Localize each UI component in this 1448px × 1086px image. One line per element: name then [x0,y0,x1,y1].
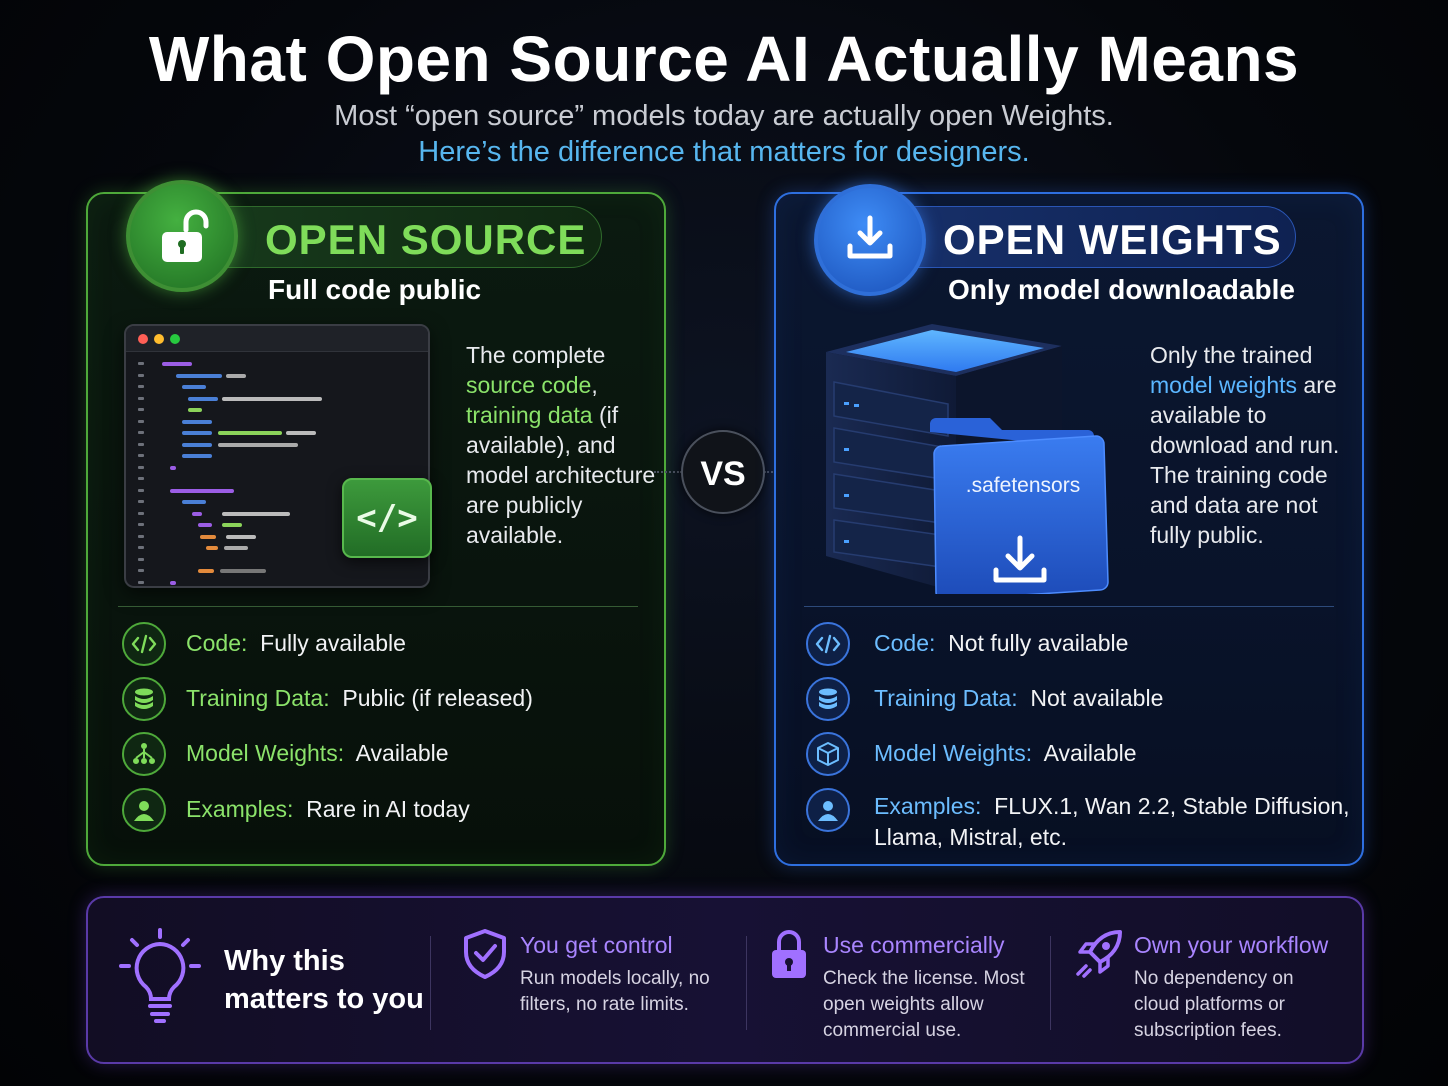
code-line [218,442,298,447]
network-icon [122,732,166,776]
database-icon [806,677,850,721]
code-line [224,546,248,550]
line-number [138,396,144,400]
feature-title-workflow: Own your workflow [1134,932,1329,958]
feature-desc-commercial: Check the license. Most open weights all… [823,968,1025,1041]
page-title: What Open Source AI Actually Means [148,23,1300,95]
divider [746,936,747,1030]
page-subtitle: Most “open source” models today are actu… [334,100,1114,132]
code-line [200,534,216,539]
open-weights-title: OPEN WEIGHTS [943,216,1282,263]
vs-connector-left [654,471,682,473]
line-number [138,557,144,561]
divider [1050,936,1051,1030]
line-number [138,511,144,515]
line-number [138,419,144,423]
code-icon [806,622,850,666]
code-line [170,488,234,493]
divider [118,606,638,607]
feature-title-control: You get control [520,932,673,958]
download-icon [814,184,926,296]
open-source-description: The complete source code, training data … [466,342,656,548]
rocket-icon [1074,928,1124,983]
code-line [188,396,218,401]
unlock-icon [126,180,238,292]
lightbulb-icon [118,928,202,1033]
code-line [226,373,246,378]
code-line [206,546,218,550]
open-source-title: OPEN SOURCE [265,216,587,263]
line-number [138,408,144,411]
shield-check-icon [462,928,508,985]
code-line [218,431,282,435]
code-line [226,534,256,539]
code-line [170,580,176,585]
open-source-subtitle: Full code public [268,274,482,305]
feature-title-commercial: Use commercially [823,932,1005,958]
line-number [138,431,144,434]
code-line [198,569,214,573]
code-line [222,511,290,516]
line-number [138,385,144,388]
line-number [138,523,144,526]
code-line [182,454,212,458]
code-line [176,373,222,378]
line-number [138,534,144,538]
code-line [220,569,266,573]
database-icon [122,677,166,721]
user-icon [806,788,850,832]
line-number [138,477,144,480]
line-number [138,362,144,365]
code-tag-icon: </> [342,478,432,558]
line-number [138,500,144,503]
line-number [138,454,144,457]
line-number [138,546,144,549]
code-line [182,385,206,389]
page-subtitle-highlight: Here’s the difference that matters for d… [418,136,1030,168]
cube-icon [806,732,850,776]
vs-badge: VS [681,430,765,514]
open-weights-panel: OPEN WEIGHTS Only model downloadable [774,184,1364,866]
line-number [138,373,144,377]
code-line [170,465,176,470]
line-number [138,569,144,572]
code-line [188,408,202,412]
feature-desc-workflow: No dependency on cloud platforms or subs… [1134,968,1294,1041]
code-line [182,500,206,504]
lock-icon [770,928,808,985]
user-icon [122,788,166,832]
code-line [182,431,212,435]
code-line [198,523,212,527]
code-line [286,431,316,435]
open-weights-header: OPEN WEIGHTS [886,206,1296,268]
server-folder-illustration: .safetensors [822,324,1122,601]
open-source-header: OPEN SOURCE [198,206,602,268]
open-source-panel: OPEN SOURCE Full code public </> The com… [86,180,666,866]
open-weights-subtitle: Only model downloadable [948,274,1295,305]
code-line [192,511,202,516]
code-line [182,442,212,447]
divider [430,936,431,1030]
line-number [138,488,144,492]
code-line [162,362,192,366]
line-number [138,580,144,584]
code-line [222,396,322,401]
safetensors-file-label: .safetensors [965,474,1081,497]
code-line [182,419,212,424]
feature-desc-control: Run models locally, no filters, no rate … [520,968,710,1015]
divider [804,606,1334,607]
code-icon [122,622,166,666]
line-number [138,465,144,469]
line-number [138,442,144,446]
code-line [222,523,242,527]
open-weights-description: Only the trained model weights are avail… [1150,342,1340,548]
